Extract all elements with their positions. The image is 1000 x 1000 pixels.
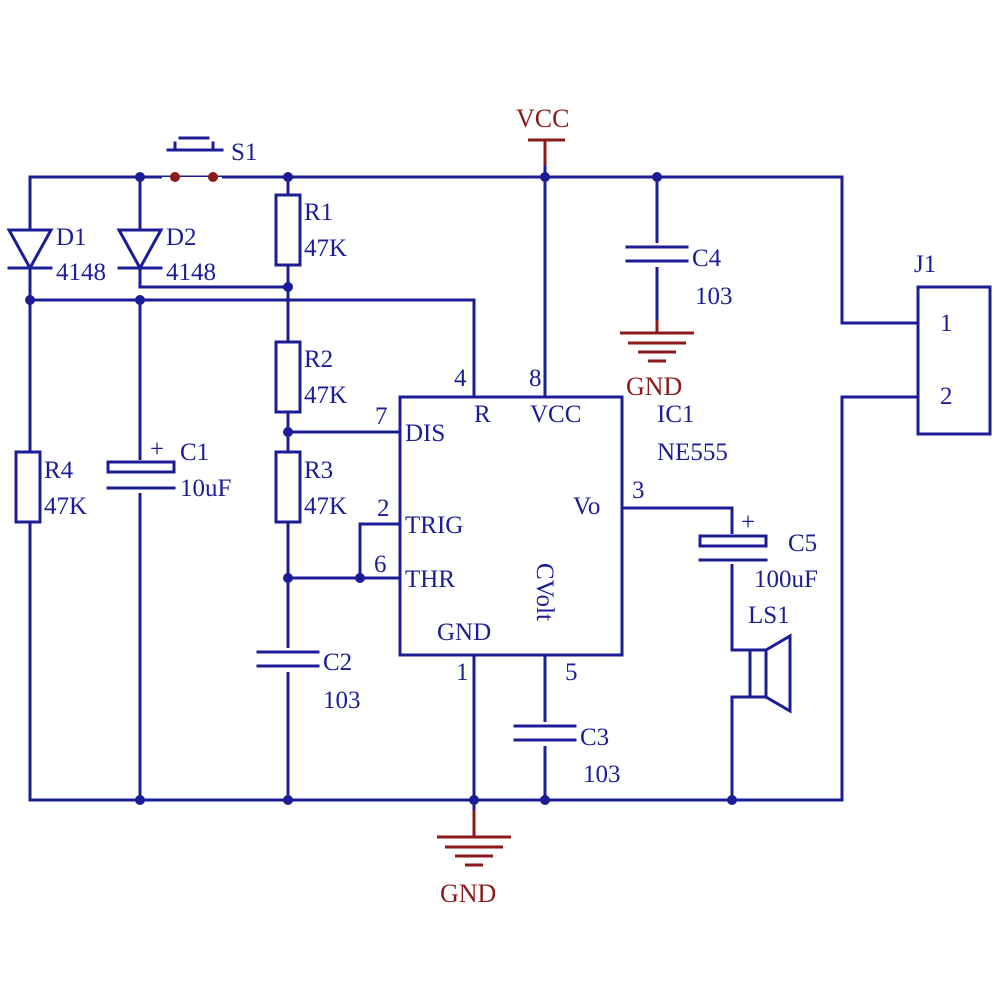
junction-dot	[135, 295, 145, 305]
resistor-ref: R4	[44, 457, 74, 484]
gnd-label: GND	[626, 372, 682, 401]
pin-name: TRIG	[405, 512, 463, 539]
pin-name: THR	[405, 566, 455, 593]
diode-value: 4148	[166, 259, 216, 286]
resistor-ref: R2	[304, 346, 333, 373]
junction-dot	[727, 795, 737, 805]
wire-c5-to-speaker	[730, 551, 752, 652]
resistor-ref: R3	[304, 457, 333, 484]
connector-label: J1	[914, 251, 936, 278]
junctions	[25, 172, 737, 805]
capacitor-ref: C4	[692, 245, 722, 272]
ic-part: NE555	[657, 439, 728, 466]
junction-dot	[283, 427, 293, 437]
wire-j1-pin1	[840, 175, 920, 325]
pin-number: 4	[454, 365, 467, 392]
ic-ne555: 7 2 6 4 8 3 1 5 DIS TRIG THR R VCC Vo GN…	[374, 365, 728, 686]
wire-vo	[620, 506, 734, 537]
speaker-ls1: LS1	[748, 602, 792, 714]
ic-ref: IC1	[657, 401, 695, 428]
junction-dot	[469, 795, 479, 805]
connector-pin: 1	[940, 310, 953, 337]
vcc-label: VCC	[516, 104, 569, 133]
capacitor-c2: C2 103	[256, 648, 361, 714]
diode-ref: D2	[166, 224, 197, 251]
capacitor-ref: C1	[180, 439, 209, 466]
pin-name: DIS	[405, 420, 445, 447]
capacitor-value: 103	[695, 283, 733, 310]
capacitor-value: 103	[323, 687, 361, 714]
resistor-value: 47K	[304, 235, 347, 262]
resistor-value: 47K	[44, 493, 87, 520]
gnd-label: GND	[440, 879, 496, 908]
diode-ref: D1	[56, 224, 87, 251]
capacitor-polarity: +	[741, 509, 755, 536]
resistor-r2: R2 47K	[274, 340, 347, 414]
resistor-r1: R1 47K	[274, 193, 347, 267]
ground-symbol-top: GND	[620, 320, 694, 401]
pin-number: 2	[377, 495, 390, 522]
pin-name: Vo	[573, 493, 600, 520]
wire-trig	[358, 522, 402, 580]
capacitor-value: 103	[583, 761, 621, 788]
junction-dot	[283, 795, 293, 805]
wire-j1-pin2	[840, 395, 920, 802]
speaker-label: LS1	[748, 602, 790, 629]
pin-number: 6	[374, 551, 387, 578]
capacitor-c3: C3 103	[513, 722, 621, 788]
pin-number: 5	[565, 659, 578, 686]
resistor-ref: R1	[304, 199, 333, 226]
junction-dot	[283, 282, 293, 292]
junction-dot	[283, 172, 293, 182]
junction-dot	[355, 573, 365, 583]
junction-dot	[135, 172, 145, 182]
pin-number: 3	[632, 477, 645, 504]
pin-name: VCC	[530, 401, 581, 428]
junction-dot	[540, 172, 550, 182]
capacitor-value: 10uF	[180, 475, 231, 502]
switch-s1: S1	[162, 136, 257, 185]
capacitor-polarity: +	[150, 436, 164, 463]
junction-dot	[652, 172, 662, 182]
capacitor-ref: C3	[580, 724, 609, 751]
capacitor-c5: + C5 100uF	[697, 509, 818, 593]
resistor-value: 47K	[304, 382, 347, 409]
pin-number: 8	[529, 365, 542, 392]
vcc-symbol: VCC	[516, 104, 569, 165]
connector-j1: J1 1 2	[914, 251, 992, 436]
connector-pin: 2	[940, 383, 953, 410]
ground-symbol-bottom: GND	[437, 810, 511, 908]
pin-name: R	[474, 401, 491, 428]
pin-name: CVolt	[531, 563, 558, 621]
wire-speaker-return	[730, 695, 752, 802]
pin-number: 7	[375, 403, 388, 430]
capacitor-value: 100uF	[754, 566, 818, 593]
capacitor-ref: C2	[323, 649, 352, 676]
capacitor-ref: C5	[788, 530, 817, 557]
diode-d2: D2 4148	[116, 224, 216, 286]
diode-d1: D1 4148	[6, 224, 106, 286]
resistor-r4: R4 47K	[14, 450, 87, 524]
diode-value: 4148	[56, 259, 106, 286]
pin-name: GND	[437, 619, 491, 646]
capacitor-c4: C4 103	[625, 243, 733, 310]
pin-number: 1	[456, 659, 469, 686]
junction-dot	[540, 795, 550, 805]
capacitor-c1: + C1 10uF	[105, 436, 231, 502]
switch-label: S1	[231, 139, 257, 166]
junction-dot	[25, 295, 35, 305]
ic-body	[398, 395, 624, 657]
resistor-value: 47K	[304, 493, 347, 520]
junction-dot	[283, 573, 293, 583]
resistor-r3: R3 47K	[274, 450, 347, 524]
junction-dot	[135, 795, 145, 805]
